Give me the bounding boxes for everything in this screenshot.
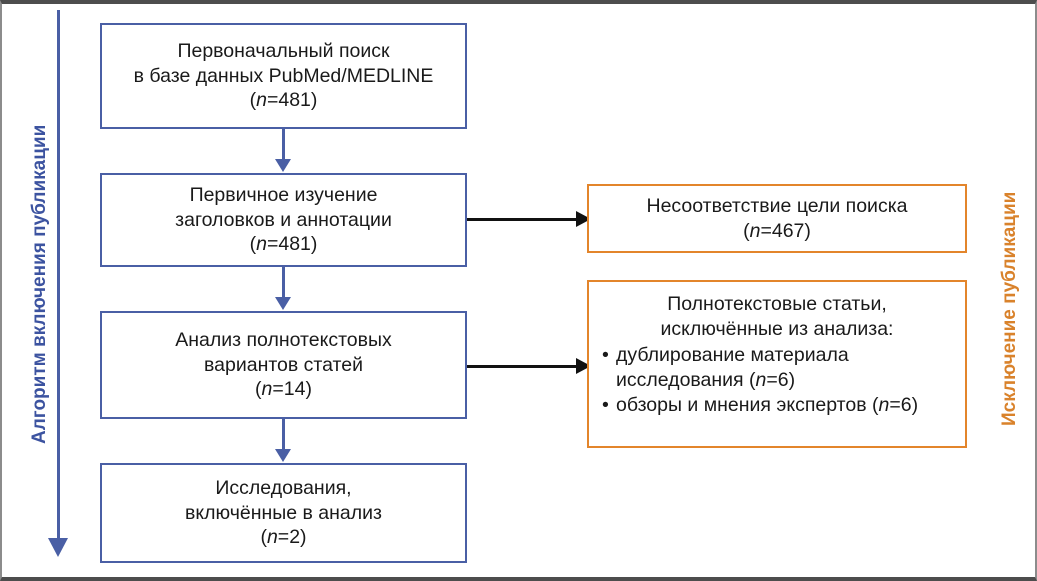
- box-initial-search-line-2: в базе данных PubMed/MEDLINE: [133, 64, 434, 87]
- box-exclusion-off-topic: Несоответствие цели поиска (n=467): [587, 184, 967, 253]
- box-initial-search-count: (n=481): [249, 89, 318, 112]
- box-title-abstract-screening-line-2: заголовков и аннотации: [175, 208, 392, 231]
- exclusion-reason-count: (n=6): [749, 368, 796, 391]
- box-exclusion-fulltext-heading-line-2: исключённые из анализа:: [660, 317, 894, 340]
- connector-3-4-line: [282, 419, 285, 452]
- box-exclusion-fulltext-list: дублирование материала исследования (n=6…: [601, 343, 953, 418]
- exclusion-reason-text: обзоры и мнения экспертов: [616, 394, 873, 417]
- box-exclusion-off-topic-line-1: Несоответствие цели поиска: [646, 194, 908, 217]
- box-initial-search: Первоначальный поиск в базе данных PubMe…: [100, 23, 467, 129]
- connector-1-2-line: [282, 129, 285, 162]
- box-title-abstract-screening: Первичное изучение заголовков и аннотаци…: [100, 173, 467, 267]
- box-exclusion-off-topic-count: (n=467): [743, 219, 811, 242]
- connector-2-3-arrowhead: [275, 297, 291, 310]
- box-studies-included: Исследования, включённые в анализ (n=2): [100, 463, 467, 563]
- box-studies-included-count: (n=2): [260, 526, 307, 549]
- box-fulltext-analysis-line-2: вариантов статей: [204, 353, 363, 376]
- inclusion-rail-arrowhead: [48, 538, 68, 557]
- exclusion-reason-text: дублирование материала исследования: [616, 344, 849, 391]
- box-fulltext-analysis: Анализ полнотекстовых вариантов статей (…: [100, 311, 467, 419]
- box-title-abstract-screening-count: (n=481): [249, 233, 318, 256]
- inclusion-axis-label: Алгоритм включения публикации: [29, 124, 50, 444]
- connector-screening-exclusion-line: [467, 218, 580, 221]
- exclusion-axis-label: Исключение публикации: [999, 191, 1020, 426]
- box-exclusion-fulltext-heading-line-1: Полнотекстовые статьи,: [667, 293, 887, 315]
- exclusion-reason-item: дублирование материала исследования (n=6…: [601, 343, 953, 392]
- connector-1-2-arrowhead: [275, 159, 291, 172]
- box-studies-included-line-2: включённые в анализ: [185, 501, 382, 524]
- box-initial-search-line-1: Первоначальный поиск: [177, 40, 390, 63]
- exclusion-reason-count: (n=6): [872, 394, 919, 417]
- box-title-abstract-screening-line-1: Первичное изучение: [189, 184, 378, 207]
- connector-fulltext-exclusion-line: [467, 365, 580, 368]
- box-fulltext-analysis-count: (n=14): [255, 378, 312, 401]
- box-exclusion-fulltext: Полнотекстовые статьи, исключённые из ан…: [587, 280, 967, 448]
- connector-2-3-line: [282, 267, 285, 300]
- box-fulltext-analysis-line-1: Анализ полнотекстовых: [175, 329, 392, 352]
- exclusion-reason-item: обзоры и мнения экспертов (n=6): [601, 393, 953, 418]
- box-studies-included-line-1: Исследования,: [215, 477, 352, 500]
- connector-3-4-arrowhead: [275, 449, 291, 462]
- inclusion-rail-line: [57, 10, 60, 540]
